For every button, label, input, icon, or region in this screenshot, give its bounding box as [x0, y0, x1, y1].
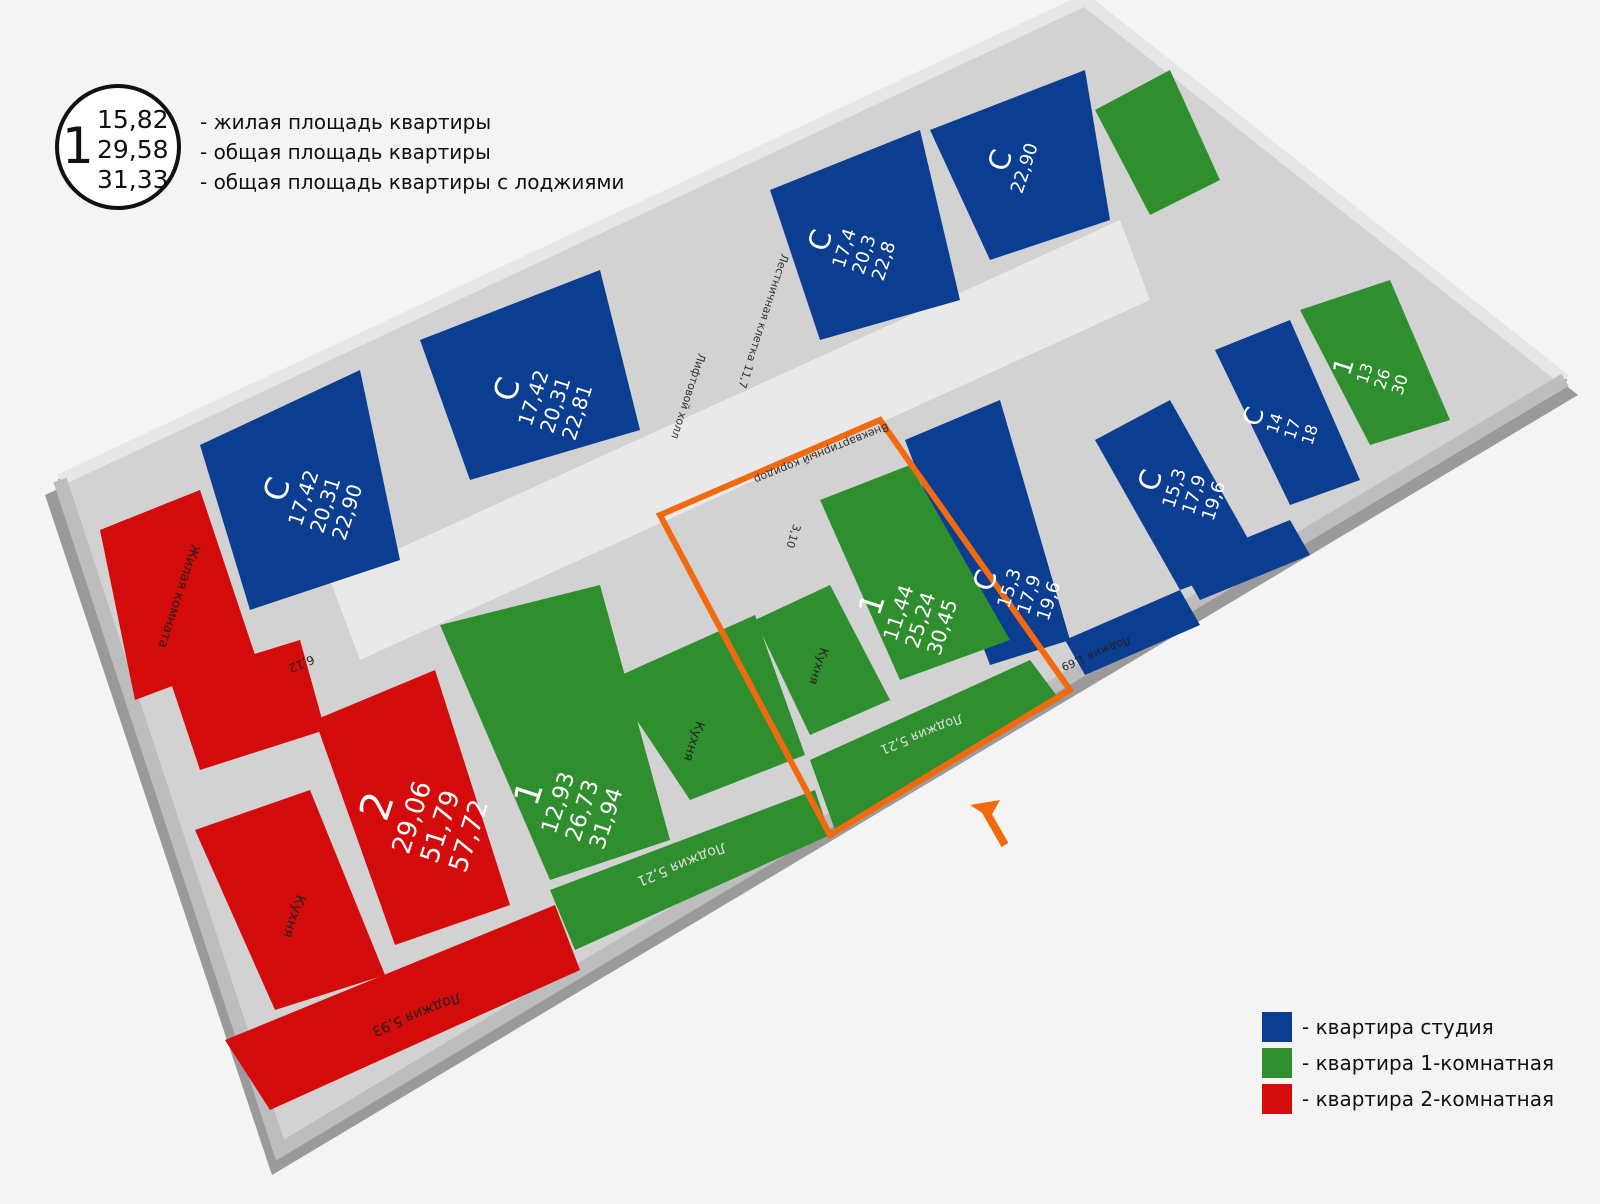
color-legend-label-one-room: - квартира 1-комнатная [1302, 1051, 1555, 1075]
blue-loggia-a [1065, 590, 1200, 675]
area-legend: 1 15,82 29,58 31,33 - жилая площадь квар… [55, 84, 675, 219]
two-room-living-floor [100, 490, 255, 700]
color-legend-swatch-studio [1262, 1012, 1292, 1042]
area-legend-room-count: 1 [62, 117, 94, 175]
arrow-indicator [970, 800, 1009, 847]
selected-apartment-outline [655, 416, 1075, 840]
two-room-hall-floor [170, 640, 325, 770]
studio-top-right-b-floor [930, 70, 1110, 260]
color-legend-label-studio: - квартира студия [1302, 1015, 1494, 1039]
area-legend-loggia-value: 31,33 [97, 165, 169, 194]
one-room-far-right-floor [1300, 280, 1450, 445]
area-legend-circle: 1 15,82 29,58 31,33 [55, 84, 181, 210]
area-legend-living-value: 15,82 [97, 105, 169, 134]
area-legend-loggia-desc: - общая площадь квартиры с лоджиями [200, 170, 625, 194]
two-room-kitchen-floor [195, 790, 385, 1010]
two-room-main-floor [315, 670, 510, 945]
apartment-label-studio-right-lower: С15,317,919,6 [966, 565, 1066, 623]
green-top-right-floor [1095, 70, 1220, 215]
one-room-highlight-kitchen-floor [755, 585, 890, 735]
one-room-lower-loggia-floor [550, 790, 830, 950]
studio-top-center-floor [420, 270, 640, 480]
blue-loggia-b [1180, 520, 1310, 600]
one-room-lower-kitchen-floor [610, 615, 805, 800]
studio-right-upper-floor [1215, 320, 1360, 505]
color-legend-swatch-one-room [1262, 1048, 1292, 1078]
studio-top-left-floor [200, 370, 400, 610]
one-room-highlight-main-floor [820, 465, 1010, 680]
outer-wall [57, 0, 1569, 486]
studio-right-lower-floor [905, 400, 1070, 665]
one-room-highlight-loggia-floor [810, 660, 1060, 830]
area-legend-living-desc: - жилая площадь квартиры [200, 110, 492, 134]
two-room-loggia-floor [225, 905, 580, 1110]
corridor [330, 220, 1150, 660]
area-legend-total-value: 29,58 [97, 135, 169, 164]
area-legend-total-desc: - общая площадь квартиры [200, 140, 491, 164]
one-room-lower-floor [440, 585, 670, 880]
studio-right-mid-floor [1095, 400, 1260, 590]
studio-top-right-a-floor [770, 130, 960, 340]
color-legend-swatch-two-room [1262, 1084, 1292, 1114]
color-legend: - квартира студия - квартира 1-комнатная… [1262, 1012, 1582, 1122]
color-legend-label-two-room: - квартира 2-комнатная [1302, 1087, 1555, 1111]
